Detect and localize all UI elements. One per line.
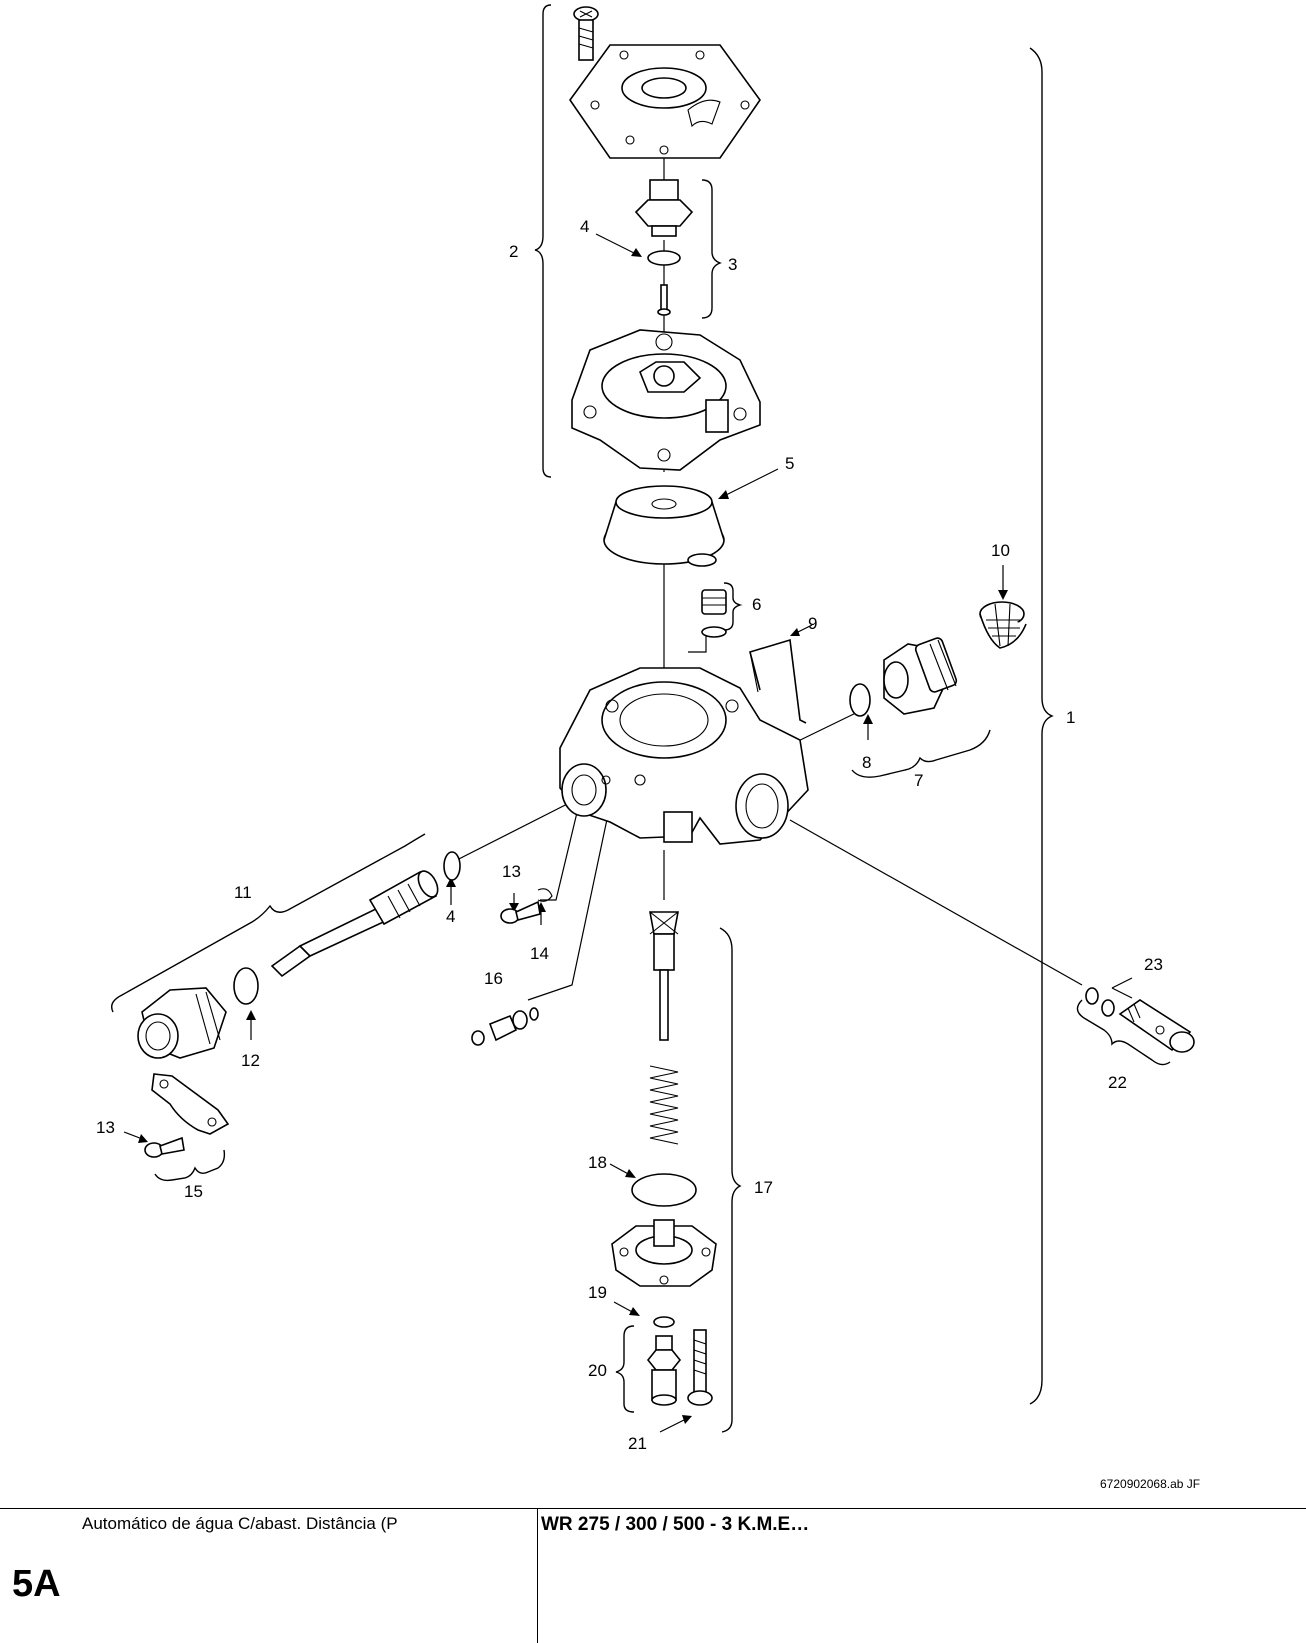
callout-3: 3 — [728, 255, 737, 274]
spring — [649, 1065, 679, 1145]
brace-1 — [1029, 47, 1054, 1405]
nozzle — [646, 1335, 682, 1406]
o-ring-19 — [653, 1316, 675, 1328]
footer-column-divider — [537, 1508, 538, 1643]
callout-17: 17 — [754, 1178, 773, 1197]
main-valve-body — [559, 667, 809, 845]
callout-9: 9 — [808, 614, 817, 633]
strainer — [979, 601, 1027, 649]
drawing-number: 6720902068.ab JF — [1100, 1477, 1201, 1491]
lower-cover — [611, 1219, 717, 1287]
brace-6 — [723, 582, 743, 631]
spindle — [270, 851, 461, 978]
upper-housing — [571, 329, 761, 471]
side-fitting — [849, 637, 958, 717]
small-screw-left — [144, 1136, 185, 1158]
callout-23: 23 — [1144, 955, 1163, 974]
callout-8: 8 — [862, 753, 871, 772]
brace-7 — [851, 729, 991, 778]
callout-labels: 1 2 3 4 4 5 6 7 8 9 10 11 12 13 13 14 15… — [96, 217, 1163, 1453]
callout-15: 15 — [184, 1182, 203, 1201]
footer-model: WR 275 / 300 / 500 - 3 K.M.E… — [541, 1514, 810, 1535]
valve-stem — [649, 911, 679, 1041]
callout-18: 18 — [588, 1153, 607, 1172]
brace-3 — [701, 179, 722, 319]
callout-2: 2 — [509, 242, 518, 261]
callout-16: 16 — [484, 969, 503, 988]
assembly-braces — [110, 4, 1171, 1433]
plug — [701, 589, 727, 638]
callout-22: 22 — [1108, 1073, 1127, 1092]
valve-insert — [634, 179, 694, 316]
o-ring-18 — [631, 1173, 697, 1207]
screw-21 — [687, 1329, 713, 1406]
brace-22 — [1076, 999, 1171, 1066]
top-cover-plate — [569, 44, 761, 159]
callout-14: 14 — [530, 944, 549, 963]
callout-12: 12 — [241, 1051, 260, 1070]
callout-6: 6 — [752, 595, 761, 614]
callout-13: 13 — [502, 862, 521, 881]
callout-4: 4 — [580, 217, 589, 236]
callout-20: 20 — [588, 1361, 607, 1380]
drain-fitting — [1085, 987, 1195, 1053]
callout-1: 1 — [1066, 708, 1075, 727]
brace-15 — [154, 1149, 226, 1182]
brace-17 — [719, 927, 742, 1433]
callout-13: 13 — [96, 1118, 115, 1137]
callout-4: 4 — [446, 907, 455, 926]
brace-11 — [110, 833, 426, 1013]
bracket — [151, 1073, 230, 1135]
parts — [137, 6, 1195, 1406]
small-screw-middle — [500, 888, 553, 924]
clip — [749, 638, 807, 724]
brace-2 — [534, 4, 552, 478]
footer-divider — [0, 1508, 1306, 1509]
brace-20 — [615, 1325, 635, 1413]
bleed-screw — [471, 1007, 539, 1046]
union-nut — [137, 967, 259, 1059]
footer-description: Automático de água C/abast. Distância (P — [82, 1514, 398, 1533]
callout-19: 19 — [588, 1283, 607, 1302]
callout-21: 21 — [628, 1434, 647, 1453]
callout-11: 11 — [234, 883, 252, 902]
screw-top — [573, 6, 599, 61]
callout-7: 7 — [914, 771, 923, 790]
callout-5: 5 — [785, 454, 794, 473]
exploded-parts-diagram: 1 2 3 4 4 5 6 7 8 9 10 11 12 13 13 14 15… — [96, 4, 1195, 1453]
footer-page-number: 5A — [12, 1563, 61, 1605]
callout-10: 10 — [991, 541, 1010, 560]
diaphragm — [603, 485, 725, 567]
